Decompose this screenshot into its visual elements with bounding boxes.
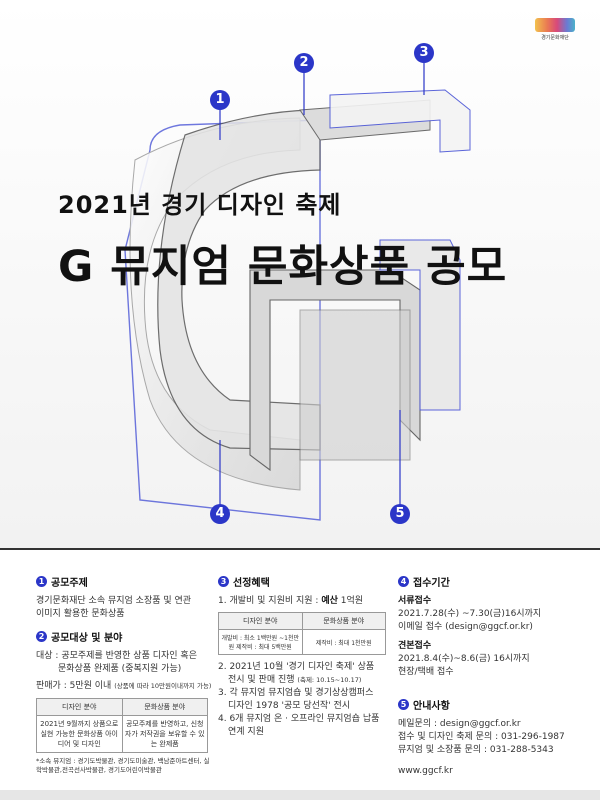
benefit-item-2b-text: 전시 및 판매 진행 [228, 675, 295, 685]
table-header: 디자인 분야 [36, 698, 123, 716]
target-text: 공모주제를 반영한 상품 디자인 혹은 [61, 651, 197, 661]
website-link[interactable]: www.ggcf.kr [398, 766, 453, 776]
theme-line-1: 경기문화재단 소속 뮤지엄 소장품 및 연관 [36, 596, 192, 606]
benefit-item-3: 3. 각 뮤지엄 뮤지엄숍 및 경기상상캠퍼스 [218, 688, 374, 698]
table-header: 문화상품 분야 [301, 612, 386, 630]
logo-mark-icon [535, 18, 575, 32]
column-2: 3 선정혜택 1. 개발비 및 지원비 지원 : 예산 1억원 디자인 분야 문… [218, 574, 388, 739]
callout-badge-5: 5 [390, 504, 410, 524]
target-line-2: 문화상품 완제품 (중복지원 가능) [58, 664, 182, 674]
price-note: (상품에 따라 10만원이내까지 가능) [114, 682, 212, 690]
section-heading-period: 4 접수기간 [398, 574, 578, 589]
benefit-item-2b-note: (축제: 10.15~10.17) [297, 676, 362, 684]
headline-line1: 2021년 경기 디자인 축제 [58, 191, 342, 219]
contact-phone-2: 뮤지엄 및 소장품 문의 : 031-288-5343 [398, 745, 554, 755]
sample-method: 현장/택배 접수 [398, 667, 454, 677]
headline-line2: G 뮤지엄 문화상품 공모 [58, 242, 508, 292]
right-block [379, 239, 461, 411]
section-number: 1 [36, 576, 47, 587]
benefit-item-4b: 연계 지원 [228, 727, 264, 737]
doc-title: 서류접수 [398, 596, 432, 606]
section-number: 5 [398, 699, 409, 710]
bottom-bar [0, 790, 600, 800]
info-panel [0, 548, 600, 802]
footnote: *소속 뮤지엄 : 경기도박물관, 경기도미술관, 백남준아트센터, 실학박물관… [36, 757, 210, 774]
price-label: 판매가 : 5만원 이내 [36, 681, 112, 691]
hero-artwork: 경기문화재단 1 2 3 4 5 2021년 경기 디자인 축제 G 뮤지엄 문… [0, 0, 600, 548]
top-block-3 [329, 89, 471, 153]
callout-badge-1: 1 [210, 90, 230, 110]
g-letter-exploded-illustration [124, 63, 471, 521]
benefit-item-2b: 전시 및 판매 진행 (축제: 10.15~10.17) [218, 674, 388, 687]
theme-line-2: 이미지 활용한 문화상품 [36, 609, 125, 619]
section-title: 안내사항 [413, 701, 450, 712]
column-1: 1 공모주제 경기문화재단 소속 뮤지엄 소장품 및 연관 이미지 활용한 문화… [36, 574, 216, 775]
callout-badge-2: 2 [294, 53, 314, 73]
benefit-bold: 예산 [321, 596, 338, 606]
section-number: 2 [36, 631, 47, 642]
inner-box [299, 309, 411, 461]
table-cell: 2021년 9월까지 상품으로 실현 가능한 문화상품 아이디어 및 디자인 [36, 715, 123, 753]
price-line: 판매가 : 5만원 이내 (상품에 따라 10만원이내까지 가능) [36, 680, 216, 693]
sample-date: 2021.8.4(수)~8.6(금) 16시까지 [398, 654, 530, 664]
section-number: 3 [218, 576, 229, 587]
benefit-item-2: 2. 2021년 10월 '경기 디자인 축제' 상품 [218, 662, 375, 672]
section-heading-notice: 5 안내사항 [398, 697, 578, 712]
doc-date: 2021.7.28(수) ~7.30(금)16시까지 [398, 609, 542, 619]
benefit-item-3b: 디자인 1978 '공모 당선작' 전시 [228, 701, 351, 711]
section-title: 공모대상 및 분야 [51, 633, 123, 644]
target-label: 대상 : [36, 651, 59, 661]
benefit-table: 디자인 분야 문화상품 분야 개발비 : 최소 1백만원 ~1천만원 제작비 :… [218, 612, 386, 655]
benefit-suffix: 1억원 [337, 596, 364, 606]
logo-text: 경기문화재단 [541, 35, 569, 41]
benefit-item-4: 4. 6개 뮤지엄 온 · 오프라인 뮤지엄숍 납품 [218, 714, 380, 724]
contact-phone-1: 접수 및 디자인 축제 문의 : 031-296-1987 [398, 732, 565, 742]
sample-title: 견본접수 [398, 641, 432, 651]
section-heading-benefits: 3 선정혜택 [218, 574, 388, 589]
table-header: 디자인 분야 [218, 612, 303, 630]
section-heading-theme: 1 공모주제 [36, 574, 216, 589]
target-table: 디자인 분야 문화상품 분야 2021년 9월까지 상품으로 실현 가능한 문화… [36, 698, 208, 753]
section-number: 4 [398, 576, 409, 587]
table-cell: 개발비 : 최소 1백만원 ~1천만원 제작비 : 최대 5백만원 [218, 629, 303, 655]
target-line: 대상 : 공모주제를 반영한 상품 디자인 혹은 [36, 650, 216, 663]
section-heading-target: 2 공모대상 및 분야 [36, 629, 216, 644]
benefit-item-1: 1. 개발비 및 지원비 지원 : 예산 1억원 [218, 595, 388, 608]
section-title: 선정혜택 [233, 578, 270, 589]
foundation-logo: 경기문화재단 [533, 18, 577, 41]
benefit-prefix: 1. 개발비 및 지원비 지원 : [218, 596, 322, 606]
column-3: 4 접수기간 서류접수 2021.7.28(수) ~7.30(금)16시까지 이… [398, 574, 578, 778]
section-title: 공모주제 [51, 578, 88, 589]
contact-email: 메일문의 : design@ggcf.or.kr [398, 719, 521, 729]
doc-method: 이메일 접수 (design@ggcf.or.kr) [398, 622, 533, 632]
outline-layer-4 [124, 119, 321, 521]
table-cell: 공모주제를 반영하고, 신청자가 저작권을 보유할 수 있는 완제품 [121, 715, 208, 753]
table-cell: 제작비 : 최대 1천만원 [301, 629, 386, 655]
section-title: 접수기간 [413, 578, 450, 589]
table-header: 문화상품 분야 [121, 698, 208, 716]
callout-badge-3: 3 [414, 43, 434, 63]
callout-badge-4: 4 [210, 504, 230, 524]
